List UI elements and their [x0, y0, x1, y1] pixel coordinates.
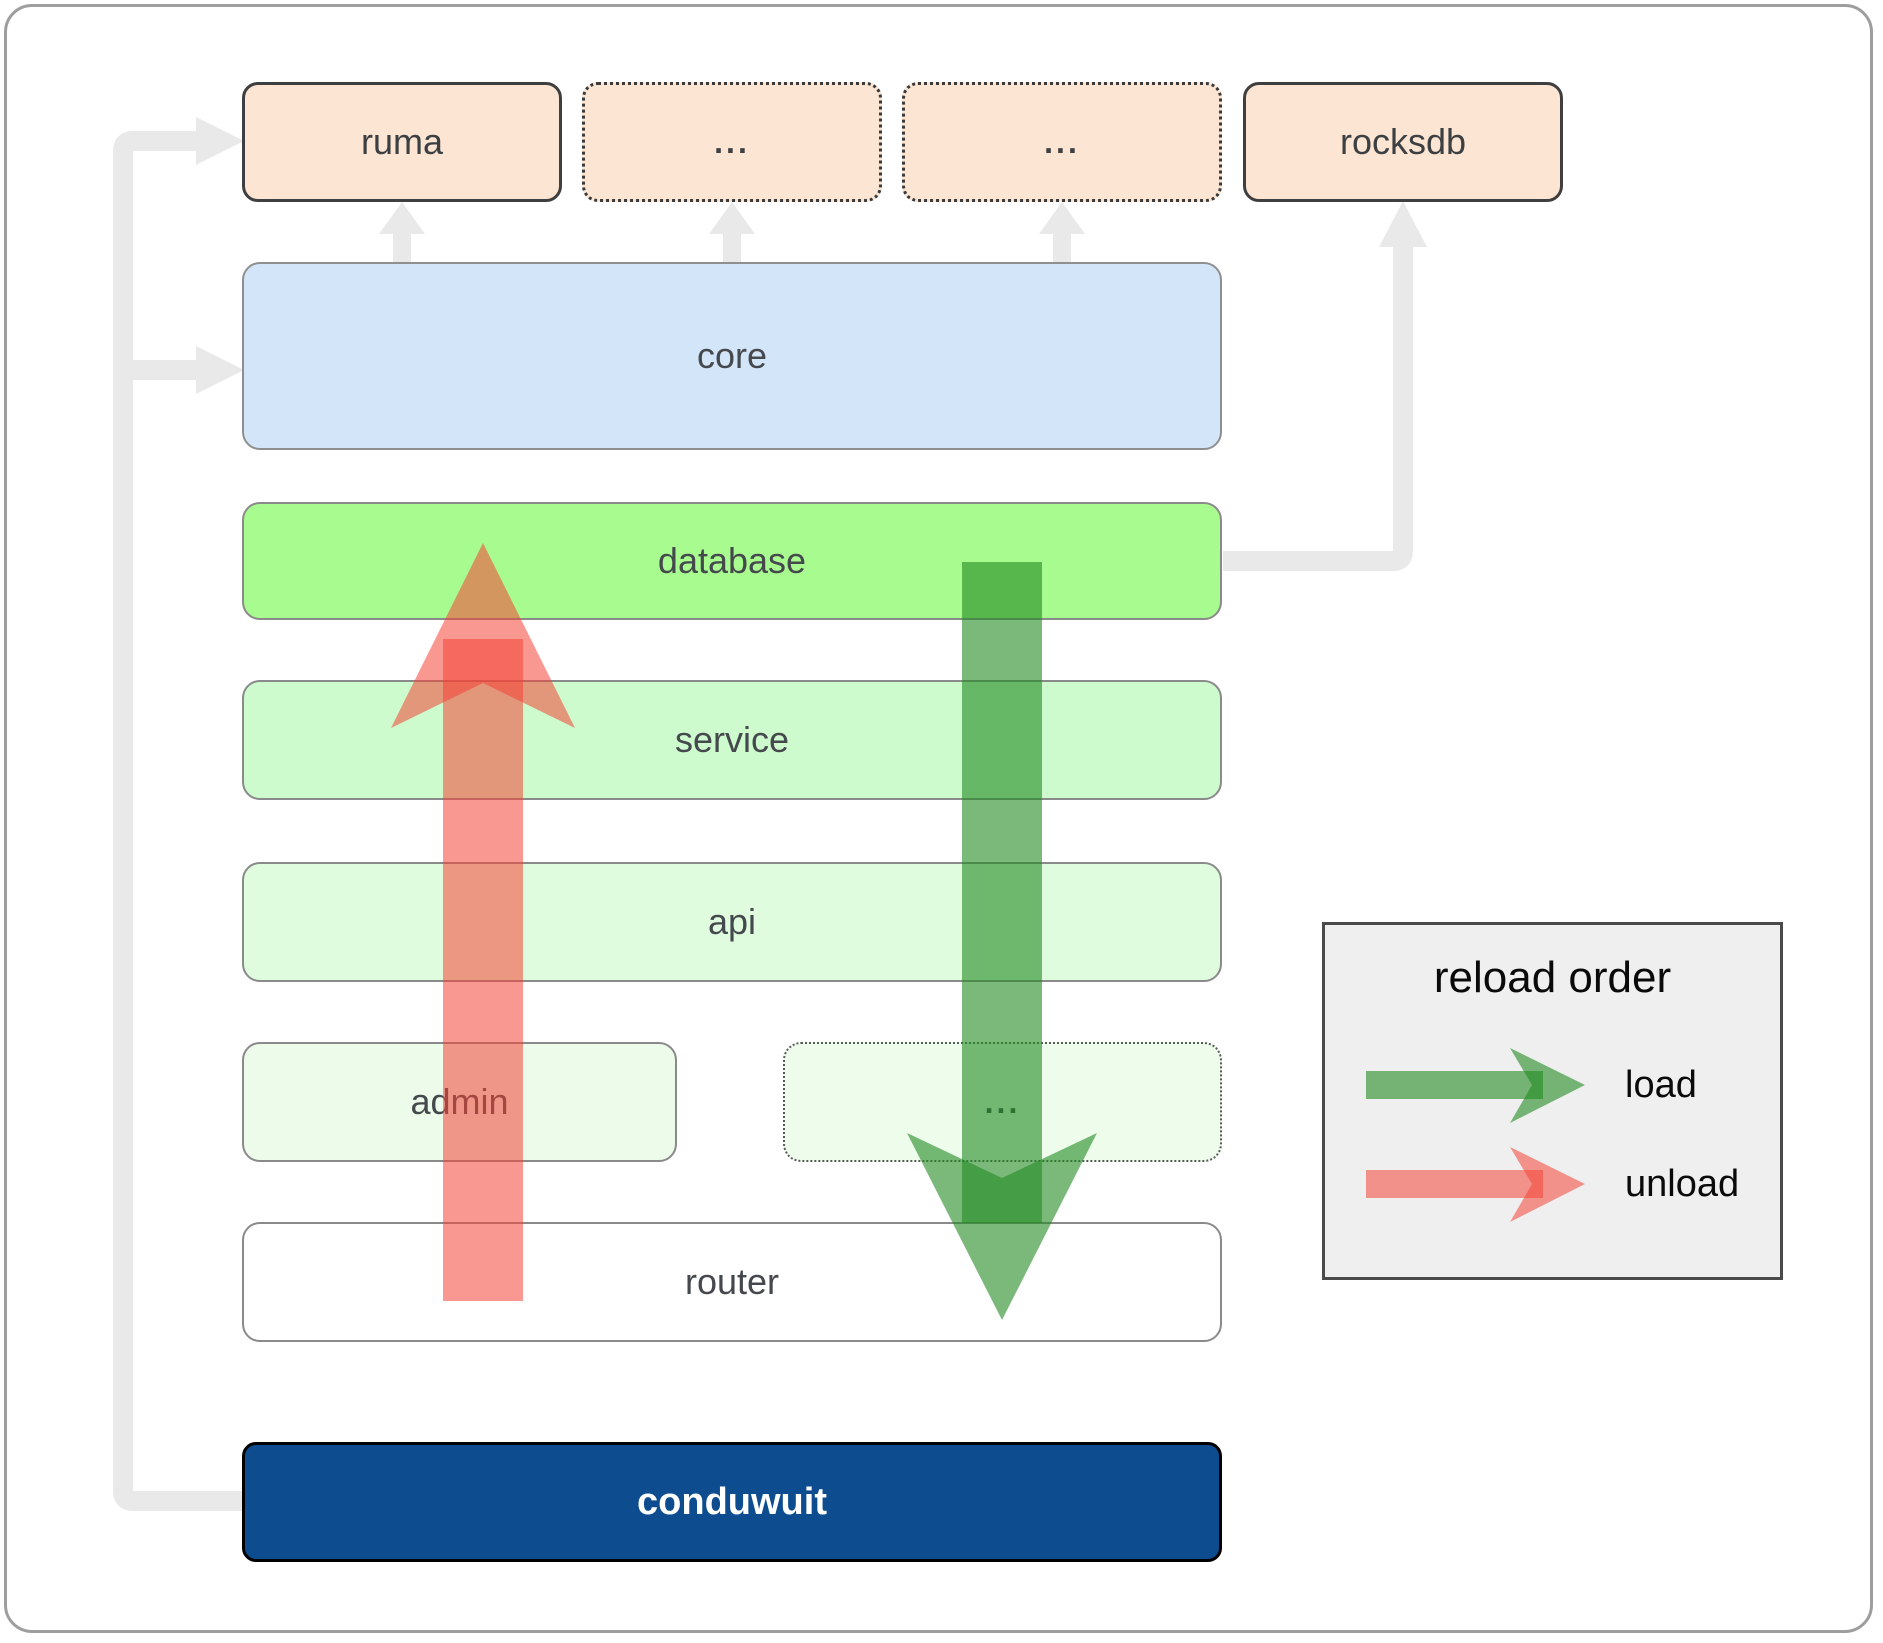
box-database-label: database — [657, 540, 807, 581]
box-admin: admin — [242, 1042, 677, 1162]
box-module1: ... — [582, 82, 882, 202]
legend-load-arrow-icon — [1366, 1048, 1585, 1123]
box-service-label: service — [674, 719, 790, 760]
box-core: core — [242, 262, 1222, 450]
box-core-label: core — [696, 335, 768, 376]
box-admin-label: admin — [410, 1081, 509, 1122]
legend-unload-arrow-icon — [1366, 1147, 1585, 1222]
box-api-label: api — [707, 901, 757, 942]
box-router-label: router — [684, 1261, 780, 1302]
legend-unload-label: unload — [1625, 1163, 1740, 1205]
box-more-modules-label: ... — [984, 1083, 1021, 1120]
box-module2-label: ... — [1044, 123, 1080, 160]
box-ruma: ruma — [242, 82, 562, 202]
box-service: service — [242, 680, 1222, 800]
box-module2: ... — [902, 82, 1222, 202]
legend-arrows — [1366, 1048, 1585, 1222]
box-api: api — [242, 862, 1222, 982]
box-ruma-label: ruma — [360, 121, 444, 162]
box-module1-label: ... — [714, 123, 750, 160]
box-conduwuit-label: conduwuit — [637, 1480, 827, 1523]
box-database: database — [242, 502, 1222, 620]
box-conduwuit: conduwuit — [242, 1442, 1222, 1562]
legend: reload order load unload — [1322, 922, 1783, 1280]
box-rocksdb-label: rocksdb — [1339, 121, 1467, 162]
legend-title: reload order — [1433, 953, 1672, 1002]
box-more-modules: ... — [783, 1042, 1222, 1162]
diagram-border — [4, 4, 1873, 1633]
legend-load-label: load — [1625, 1064, 1697, 1106]
box-router: router — [242, 1222, 1222, 1342]
box-rocksdb: rocksdb — [1243, 82, 1563, 202]
